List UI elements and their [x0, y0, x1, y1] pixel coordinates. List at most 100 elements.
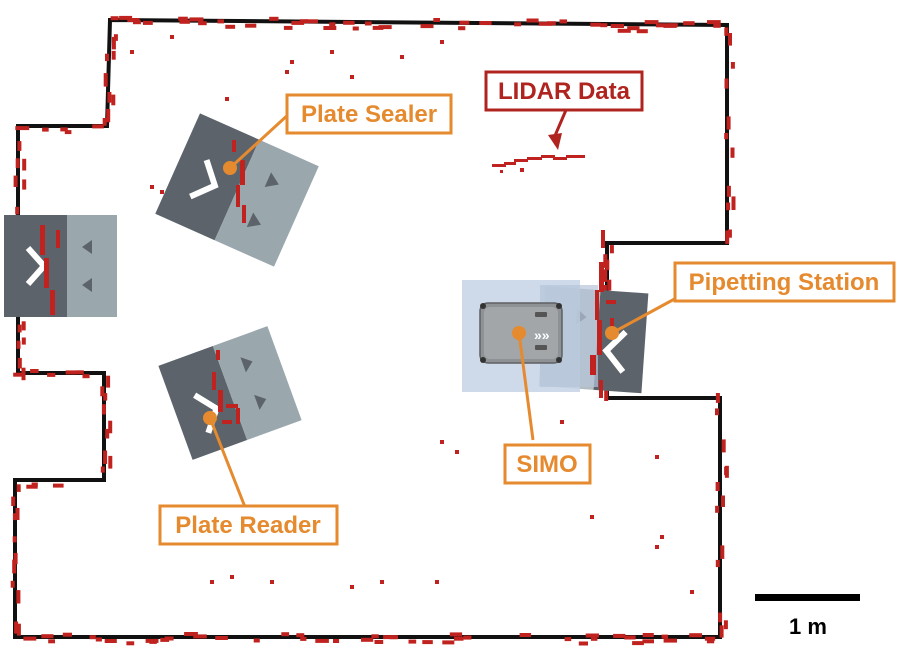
- lidar-point: [11, 496, 16, 506]
- lidar-point: [17, 141, 22, 151]
- lidar-point: [440, 40, 444, 44]
- lidar-point: [372, 25, 384, 30]
- lidar-point: [605, 259, 610, 271]
- lidar-point: [644, 20, 659, 25]
- lidar-point: [285, 70, 289, 74]
- lidar-point: [435, 580, 439, 584]
- lidar-point: [602, 285, 607, 294]
- lidar-point: [617, 28, 631, 33]
- lidar-point: [655, 545, 659, 549]
- lidar-point: [455, 450, 459, 454]
- lidar-point: [720, 545, 725, 559]
- label-plate-reader: Plate Reader: [158, 504, 339, 546]
- lidar-point: [13, 175, 18, 187]
- lidar-point: [463, 635, 472, 640]
- label-plate-reader-text: Plate Reader: [175, 512, 320, 539]
- lidar-callout-arrow: [548, 109, 568, 150]
- lidar-point: [16, 590, 21, 604]
- lidar-point: [724, 78, 729, 89]
- label-plate-sealer: Plate Sealer: [285, 93, 453, 135]
- lidar-point: [715, 408, 719, 416]
- lidar-point: [420, 24, 434, 29]
- lidar-point: [564, 637, 572, 642]
- label-lidar-text: LIDAR Data: [498, 78, 631, 105]
- scale-bar-label: 1 m: [789, 614, 827, 639]
- lidar-point: [730, 147, 735, 158]
- lidar-point: [559, 19, 567, 24]
- lidar-point: [15, 158, 20, 169]
- lidar-point: [378, 25, 392, 30]
- lidar-point: [299, 19, 308, 24]
- lidar-point: [627, 26, 640, 31]
- lidar-point: [330, 50, 334, 54]
- lidar-point: [514, 22, 522, 27]
- lidar-point: [715, 505, 720, 513]
- lidar-point: [458, 26, 466, 31]
- lidar-point: [12, 513, 17, 521]
- lidar-point: [12, 536, 17, 543]
- lidar-point: [352, 26, 359, 31]
- lidar-point: [585, 633, 599, 638]
- left-station-lidar-points: [40, 225, 60, 315]
- lidar-point: [408, 639, 417, 644]
- lidar-point: [26, 484, 38, 489]
- lidar-point: [100, 386, 105, 397]
- lidar-point: [16, 340, 21, 349]
- lidar-point: [723, 620, 728, 630]
- lidar-point: [350, 585, 354, 589]
- lidar-point: [422, 640, 433, 645]
- lidar-point: [193, 634, 207, 639]
- lidar-point: [374, 640, 384, 644]
- lidar-point: [361, 637, 374, 642]
- lidar-point: [668, 23, 678, 28]
- lidar-point: [107, 92, 112, 103]
- label-pipetting-text: Pipetting Station: [689, 269, 880, 296]
- lidar-point: [726, 202, 731, 211]
- lidar-point: [31, 482, 38, 487]
- lidar-point: [15, 126, 30, 131]
- lidar-data-trace: [492, 155, 585, 173]
- svg-text:»»: »»: [534, 327, 550, 343]
- lidar-point: [142, 20, 153, 25]
- lidar-point: [21, 337, 26, 345]
- lidar-point: [198, 21, 207, 26]
- lidar-point: [323, 26, 337, 30]
- lidar-point: [106, 108, 111, 123]
- lidar-point: [290, 60, 294, 64]
- lidar-point: [15, 507, 20, 520]
- lidar-point: [440, 440, 444, 444]
- lidar-point: [560, 420, 564, 424]
- lidar-point: [113, 34, 118, 41]
- lidar-point: [101, 404, 106, 415]
- label-plate-sealer-text: Plate Sealer: [301, 101, 437, 128]
- lidar-point: [103, 73, 108, 87]
- lidar-point: [546, 21, 556, 26]
- lidar-point: [590, 515, 594, 519]
- lidar-point: [459, 20, 470, 25]
- lidar-point: [721, 495, 725, 507]
- lidar-point: [21, 321, 26, 331]
- lidar-point: [713, 23, 721, 28]
- lidar-point: [721, 439, 726, 453]
- lidar-point: [149, 639, 157, 644]
- lidar-point: [690, 590, 694, 594]
- lidar-point: [225, 24, 236, 29]
- plate-reader-station: [158, 326, 302, 460]
- lidar-point: [270, 580, 274, 584]
- lidar-point: [600, 23, 608, 28]
- lidar-point: [726, 116, 731, 130]
- lidar-point: [728, 33, 732, 46]
- lidar-point: [707, 20, 721, 25]
- lidar-point: [160, 190, 164, 194]
- lidar-point: [53, 483, 64, 488]
- lidar-point: [730, 62, 735, 69]
- lidar-point: [724, 27, 729, 36]
- lidar-point: [22, 179, 27, 190]
- lidar-point: [108, 455, 113, 469]
- lidar-point: [519, 633, 532, 637]
- lidar-point: [95, 637, 102, 642]
- lidar-point: [655, 23, 668, 28]
- label-simo: SIMO: [503, 443, 592, 485]
- lidar-point: [65, 370, 76, 375]
